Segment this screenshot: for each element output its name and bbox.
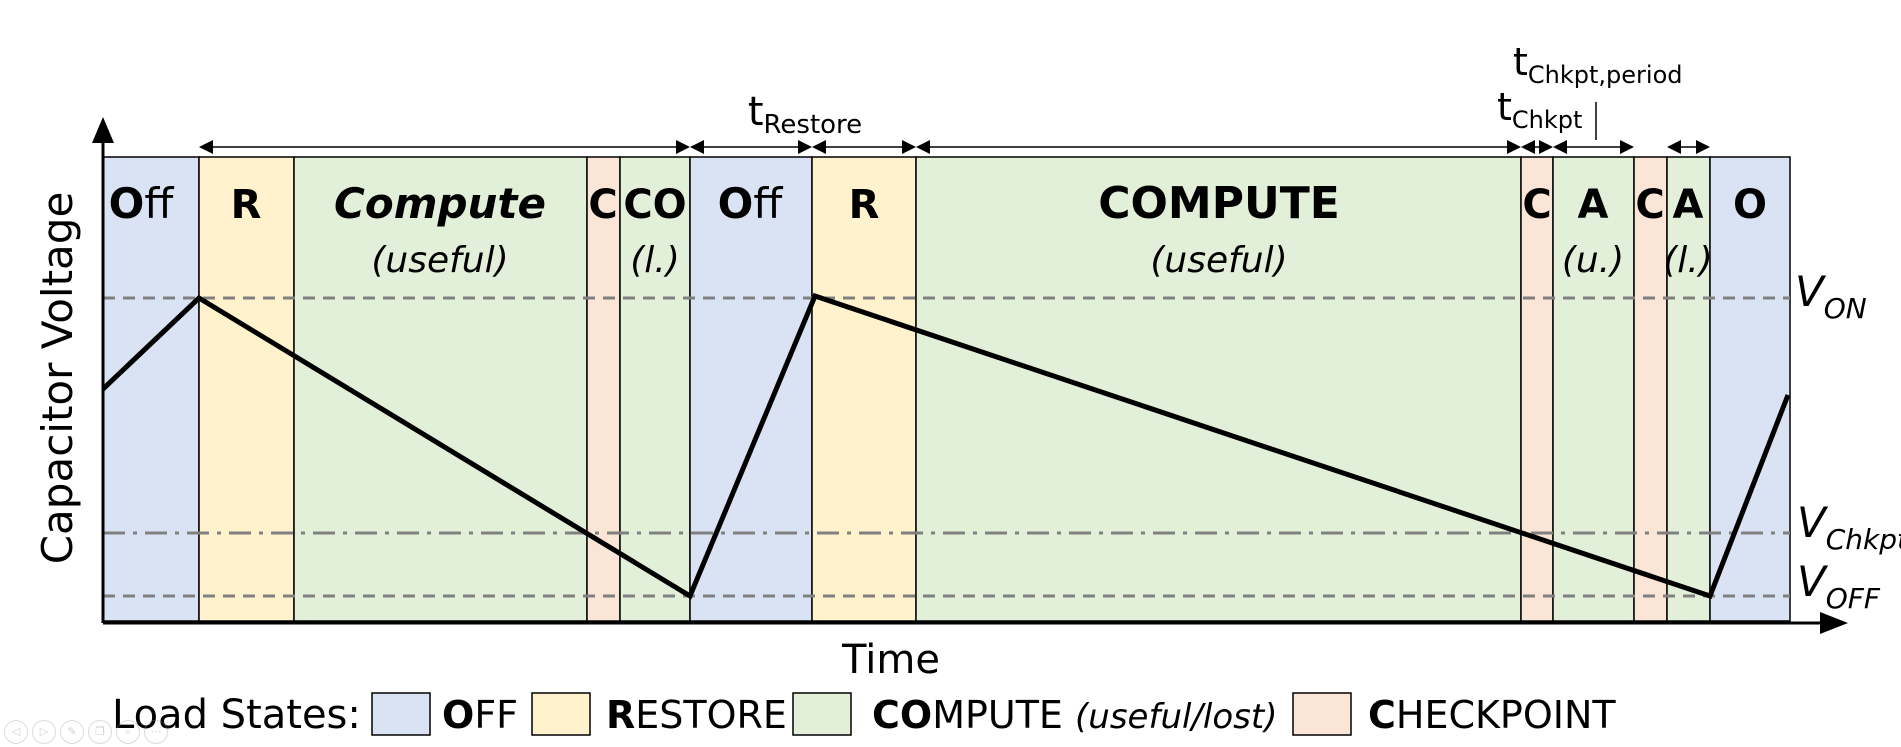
segment-label: CO	[623, 182, 686, 228]
arrowhead-left-icon	[916, 140, 930, 154]
arrowhead-right-icon	[1696, 140, 1710, 154]
y-axis-arrow-icon	[92, 117, 114, 143]
segment-label: O	[1733, 182, 1767, 228]
band-restore	[811, 156, 917, 622]
segment-label: Off	[718, 179, 784, 228]
legend-item-off: OFF	[442, 693, 518, 737]
arrowhead-right-icon	[902, 140, 916, 154]
copy-icon[interactable]: ❐	[88, 720, 112, 744]
legend-item-restore: RESTORE	[606, 693, 787, 737]
segment-label: C	[1522, 182, 1551, 228]
voltage-curve	[101, 292, 1791, 600]
arrowhead-left-icon	[690, 140, 704, 154]
threshold-lines	[103, 296, 1790, 598]
band-compute	[293, 156, 588, 622]
band-compute	[915, 156, 1522, 622]
segment-label: A	[1578, 182, 1609, 228]
band-compute	[619, 156, 691, 622]
arrowhead-right-icon	[798, 140, 812, 154]
segment-sublabel: (useful)	[371, 240, 508, 281]
pen-icon[interactable]: ✎	[60, 720, 84, 744]
viewer-toolbar: ◁▷✎❐⌕⋯	[0, 720, 215, 747]
arrowhead-left-icon	[1521, 140, 1535, 154]
zoom-icon[interactable]: ⌕	[116, 720, 140, 744]
segment-sublabel: (l.)	[1663, 240, 1713, 281]
band-compute	[1552, 156, 1635, 622]
voff-label: VOFF	[1797, 557, 1881, 615]
legend-item-checkpoint: CHECKPOINT	[1368, 693, 1616, 737]
segment-sublabel: (useful)	[1150, 240, 1287, 281]
legend-swatch-restore	[531, 692, 591, 736]
state-bands	[102, 156, 1791, 622]
arrowhead-left-icon	[1667, 140, 1681, 154]
voltage-curve-group	[101, 292, 1791, 600]
arrowhead-right-icon	[1539, 140, 1553, 154]
legend-swatch-checkpoint	[1292, 692, 1352, 736]
segment-label: C	[1635, 182, 1664, 228]
legend-swatch-compute	[792, 692, 852, 736]
arrowhead-right-icon	[1620, 140, 1634, 154]
segment-label: Compute	[334, 179, 546, 228]
arrowhead-right-icon	[1507, 140, 1521, 154]
t-chkpt-period-label: tChkpt,period	[1513, 40, 1683, 89]
segment-label: A	[1673, 182, 1704, 228]
band-off	[102, 156, 200, 622]
segment-label: C	[588, 182, 617, 228]
more-icon[interactable]: ⋯	[144, 720, 168, 744]
t-restore-label: tRestore	[748, 89, 862, 140]
y-axis-label: Capacitor Voltage	[33, 192, 82, 565]
band-compute	[1666, 156, 1711, 622]
band-restore	[198, 156, 295, 622]
legend-item-compute: COMPUTE (useful/lost)	[872, 693, 1277, 737]
t-chkpt-label: tChkpt	[1497, 85, 1582, 134]
legend-swatch-off	[371, 692, 431, 736]
segment-sublabel: (l.)	[630, 240, 680, 281]
arrowhead-left-icon	[199, 140, 213, 154]
segment-label: COMPUTE	[1098, 178, 1340, 229]
x-axis-label: Time	[841, 637, 940, 683]
arrowhead-right-icon	[676, 140, 690, 154]
band-off	[1709, 156, 1791, 622]
segment-label: R	[231, 182, 262, 228]
axes	[92, 117, 1848, 634]
x-axis-arrow-icon	[1820, 612, 1848, 634]
arrowhead-left-icon	[1553, 140, 1567, 154]
play-icon[interactable]: ▷	[32, 720, 56, 744]
arrowhead-left-icon	[812, 140, 826, 154]
prev-icon[interactable]: ◁	[4, 720, 28, 744]
segment-label: Off	[109, 179, 175, 228]
segment-label: R	[849, 182, 880, 228]
segment-sublabel: (u.)	[1562, 240, 1624, 281]
von-label: VON	[1795, 267, 1867, 325]
vchkpt-label: VChkpt	[1797, 498, 1901, 556]
